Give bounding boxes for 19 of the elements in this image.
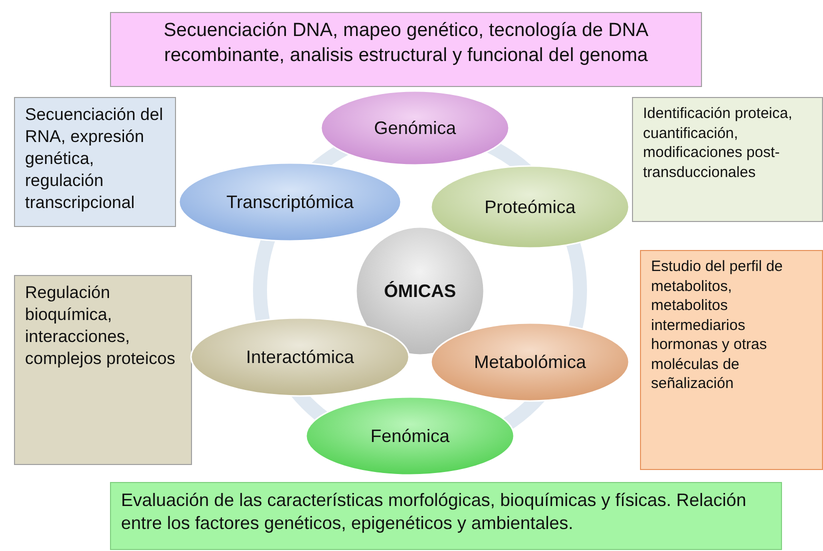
description-text: Evaluación de las características morfológicas, bioquímicas y físicas. Relación entre los factores genéticos, epigenéticos y ambientales. [121, 489, 748, 536]
description-box [110, 482, 782, 550]
node-label: Transcriptómica [226, 192, 354, 212]
description-box [14, 275, 192, 465]
node-label: Interactómica [246, 346, 354, 368]
description-box [640, 250, 823, 470]
node-label: Fenómica [370, 426, 450, 446]
description-box [110, 12, 702, 87]
description-text: Estudio del perfil de metabolitos, metabolitos intermediarios hormonas y otras moléculas de señalización [651, 257, 784, 394]
node-label: ÓMICAS [384, 280, 456, 302]
description-text: Identificación proteica, cuantificación, modificaciones post-transduccionales [643, 104, 794, 182]
description-box [632, 97, 823, 222]
description-text: Regulación bioquímica, interacciones, complejos proteicos [25, 282, 176, 370]
node-label: Genómica [374, 118, 456, 138]
description-text: Secuenciación DNA, mapeo genético, tecnología de DNA recombinante, analisis estructural y funcional del genoma [162, 19, 650, 68]
description-box [14, 97, 176, 227]
node-label: Metabolómica [474, 352, 586, 372]
description-text: Secuenciación del RNA, expresión genética, regulación transcripcional [25, 104, 164, 214]
node-label: Proteómica [484, 196, 576, 218]
